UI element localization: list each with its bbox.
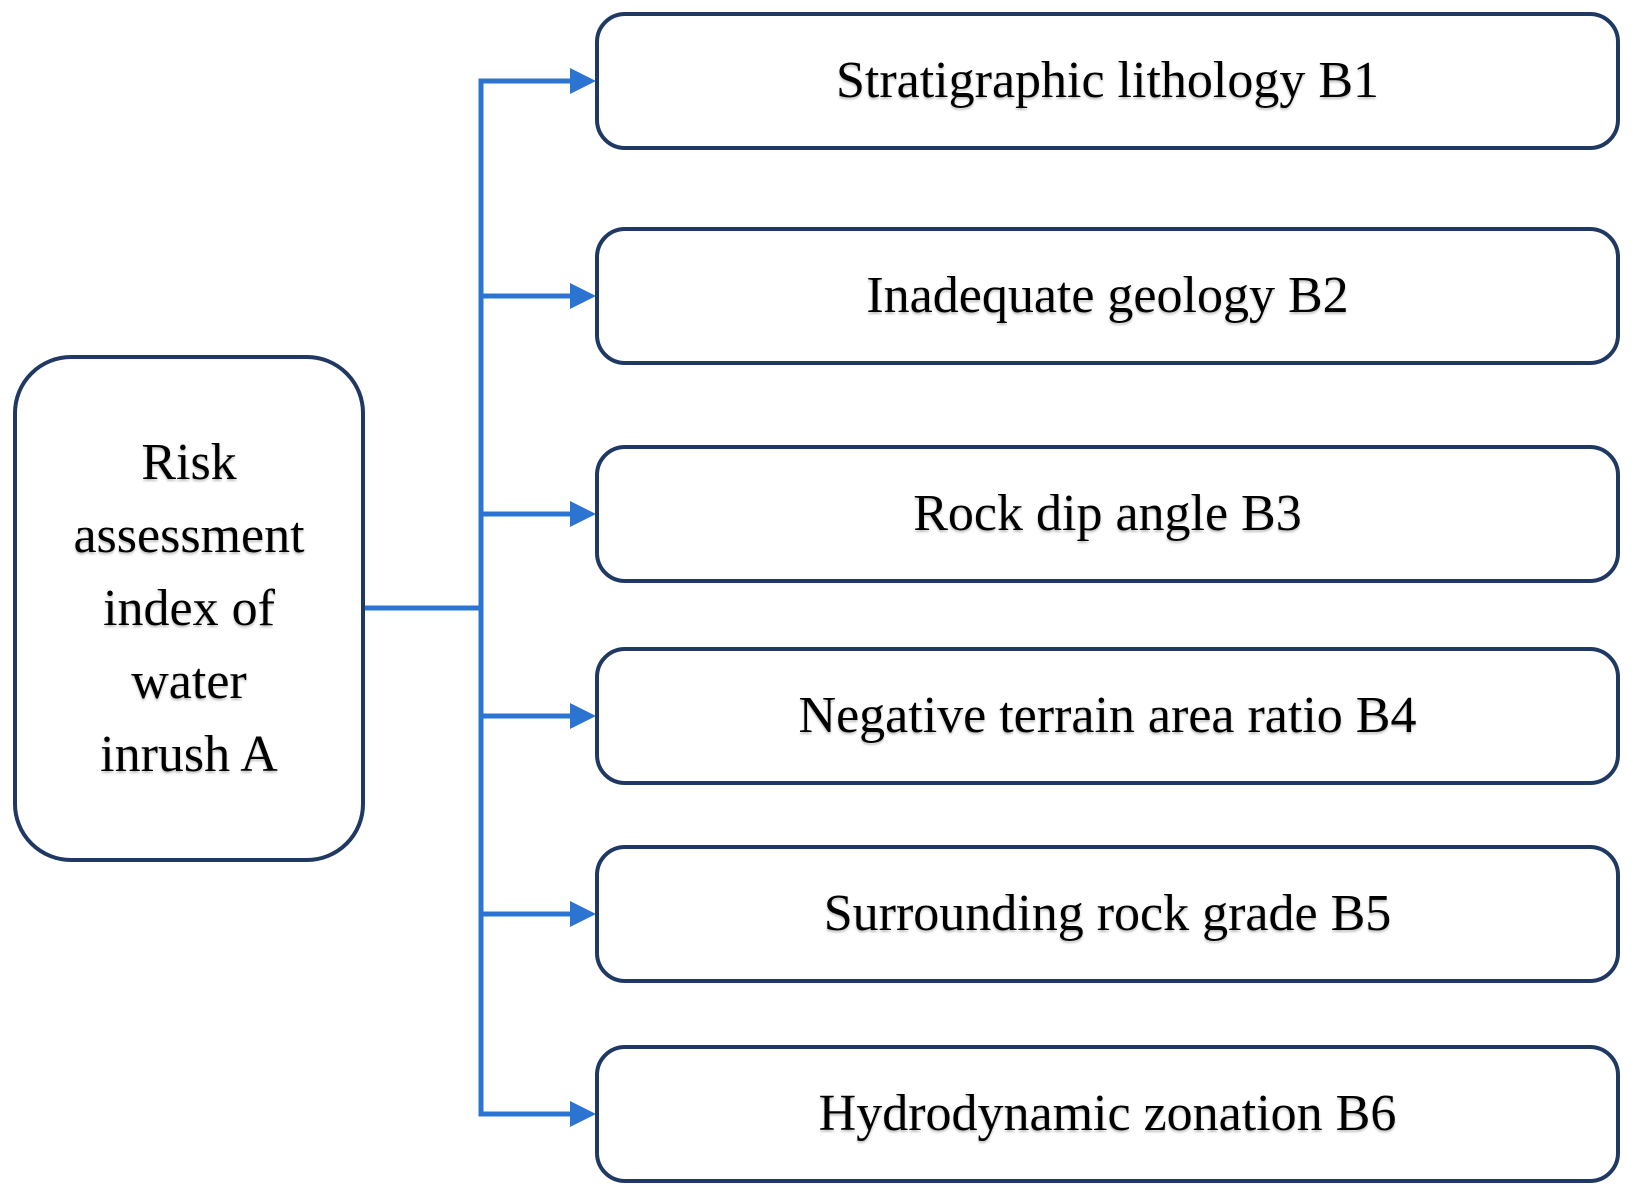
node-root-label: Risk assessment index of water inrush A — [73, 434, 305, 783]
node-b2-inadequate-geology: Inadequate geology B2 — [595, 227, 1620, 365]
node-b1-stratigraphic-lithology: Stratigraphic lithology B1 — [595, 12, 1620, 150]
arrowhead-b4 — [570, 703, 596, 729]
node-b4-label: Negative terrain area ratio B4 — [798, 686, 1417, 744]
node-b4-negative-terrain-area-ratio: Negative terrain area ratio B4 — [595, 647, 1620, 785]
node-b5-label: Surrounding rock grade B5 — [823, 884, 1392, 942]
arrowhead-b1 — [570, 68, 596, 94]
node-b5-surrounding-rock-grade: Surrounding rock grade B5 — [595, 845, 1620, 983]
arrowhead-b5 — [570, 901, 596, 927]
node-b3-label: Rock dip angle B3 — [913, 484, 1302, 542]
node-root-risk-assessment-index: Risk assessment index of water inrush A — [13, 355, 365, 862]
arrowhead-b6 — [570, 1101, 596, 1127]
node-b6-label: Hydrodynamic zonation B6 — [818, 1084, 1397, 1142]
arrowhead-b3 — [570, 501, 596, 527]
node-b6-hydrodynamic-zonation: Hydrodynamic zonation B6 — [595, 1045, 1620, 1183]
arrowhead-b2 — [570, 283, 596, 309]
node-b2-label: Inadequate geology B2 — [866, 266, 1349, 324]
node-b3-rock-dip-angle: Rock dip angle B3 — [595, 445, 1620, 583]
node-b1-label: Stratigraphic lithology B1 — [835, 51, 1380, 109]
